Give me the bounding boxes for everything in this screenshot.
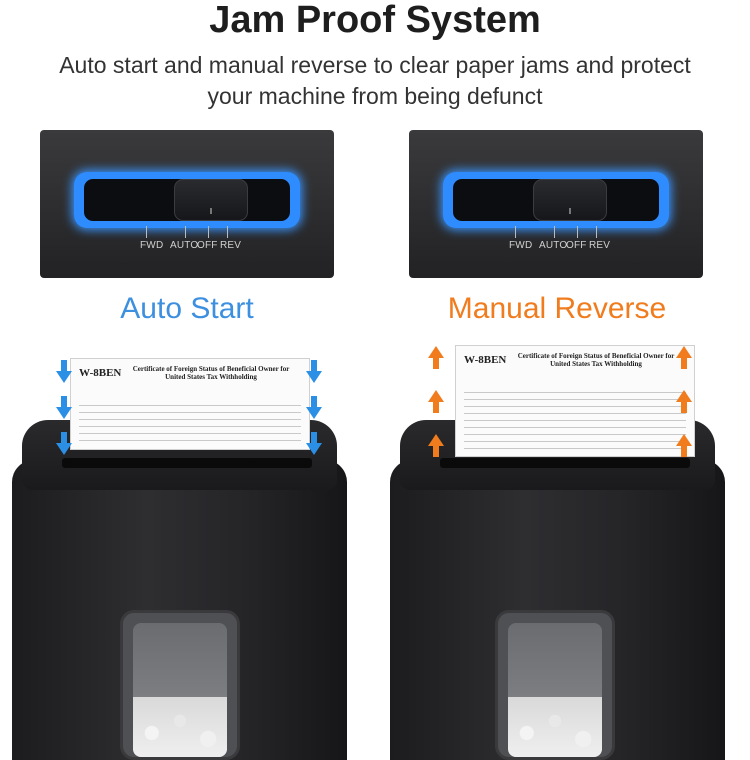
label-rev: REV: [220, 240, 242, 251]
paper-form-name: W-8BEN: [79, 367, 122, 379]
switch-knob[interactable]: [533, 179, 607, 221]
label-auto: AUTO: [539, 240, 568, 251]
paper-slot: [440, 458, 690, 468]
paper-heading: Certificate of Foreign Status of Benefic…: [517, 352, 675, 368]
arrow-up-icon: [676, 390, 692, 414]
mode-switch[interactable]: [443, 172, 669, 228]
label-off: OFF: [566, 240, 587, 251]
switch-knob[interactable]: [174, 179, 248, 221]
shredder-auto: [12, 420, 347, 760]
control-panel-auto: FWD AUTO OFF REV: [40, 130, 334, 278]
bin-window: [120, 610, 240, 760]
page-title: Jam Proof System: [209, 0, 541, 41]
manual-reverse-label: Manual Reverse: [447, 292, 667, 325]
arrow-down-icon: [306, 396, 322, 420]
arrow-down-icon: [56, 396, 72, 420]
arrow-up-icon: [428, 346, 444, 370]
paper-sheet: W-8BEN Certificate of Foreign Status of …: [455, 345, 695, 457]
arrow-down-icon: [306, 432, 322, 456]
arrow-up-icon: [676, 434, 692, 458]
shredded-paper: [508, 697, 602, 757]
arrow-up-icon: [428, 434, 444, 458]
label-off: OFF: [197, 240, 218, 251]
arrow-down-icon: [56, 360, 72, 384]
page-subtitle: Auto start and manual reverse to clear p…: [59, 52, 691, 109]
arrow-up-icon: [676, 346, 692, 370]
control-panel-reverse: FWD AUTO OFF REV: [409, 130, 703, 278]
arrow-down-icon: [306, 360, 322, 384]
shredded-paper: [133, 697, 227, 757]
paper-heading: Certificate of Foreign Status of Benefic…: [132, 365, 290, 381]
paper-slot: [62, 458, 312, 468]
label-fwd: FWD: [140, 240, 164, 251]
label-fwd: FWD: [509, 240, 533, 251]
auto-start-label: Auto Start: [120, 292, 254, 325]
shredder-reverse: [390, 420, 725, 760]
paper-form-name: W-8BEN: [464, 354, 507, 366]
arrow-down-icon: [56, 432, 72, 456]
arrow-up-icon: [428, 390, 444, 414]
label-rev: REV: [589, 240, 611, 251]
label-auto: AUTO: [170, 240, 199, 251]
mode-switch[interactable]: [74, 172, 300, 228]
paper-sheet: W-8BEN Certificate of Foreign Status of …: [70, 358, 310, 450]
bin-window: [495, 610, 615, 760]
